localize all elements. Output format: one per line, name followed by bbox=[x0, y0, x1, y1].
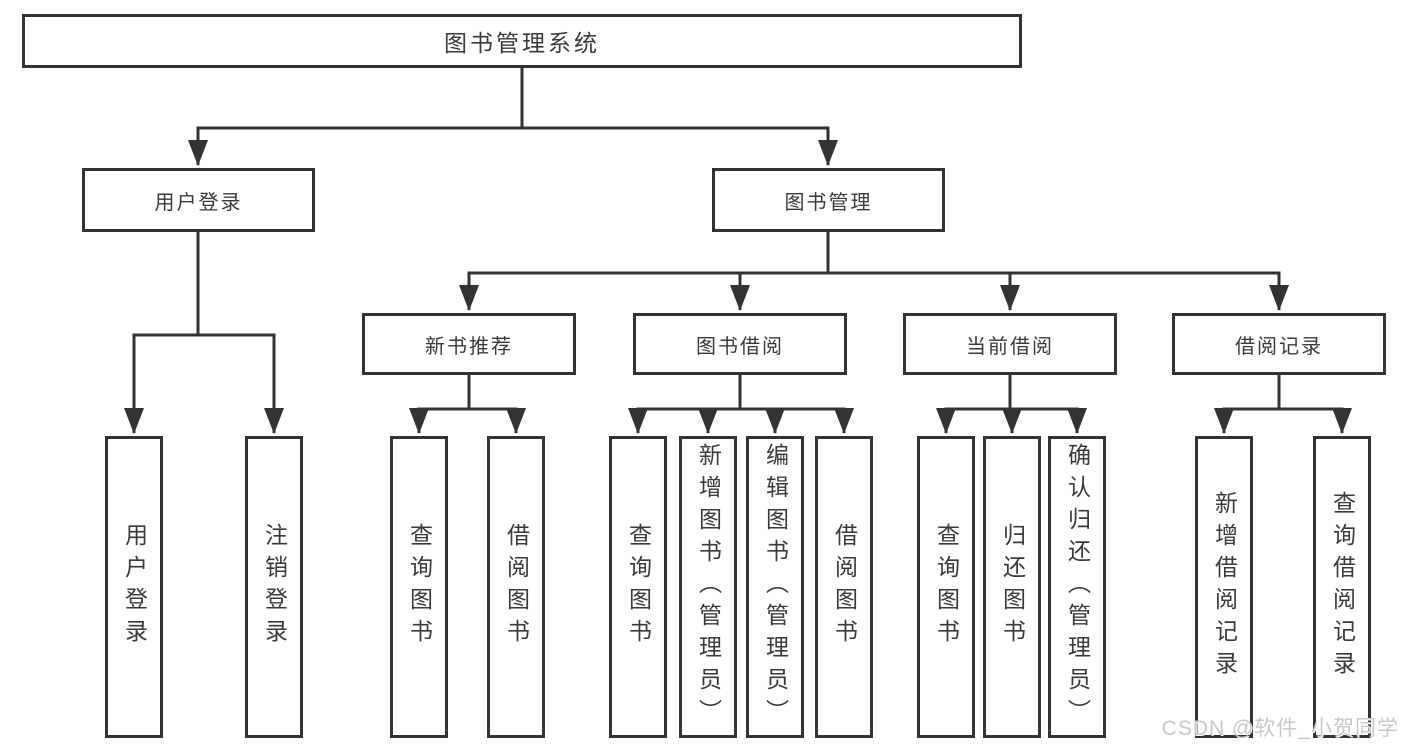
node-label: 新书推荐 bbox=[425, 335, 513, 358]
node-records-query-borrow-record: 查询借阅记录 bbox=[1313, 436, 1371, 738]
node-current-query-books: 查询图书 bbox=[917, 436, 975, 738]
node-label: 用户登录 bbox=[121, 523, 148, 651]
node-label: 新增借阅记录 bbox=[1211, 491, 1238, 683]
node-label: 图书管理系统 bbox=[444, 30, 600, 56]
node-label: 图书借阅 bbox=[696, 335, 784, 358]
node-leaf-user-login: 用户登录 bbox=[105, 436, 163, 738]
connector-user-login-children bbox=[124, 232, 284, 434]
connector-borrowing-records-children bbox=[1214, 375, 1352, 434]
node-new-book-recommendation: 新书推荐 bbox=[362, 313, 576, 375]
node-library-management-system: 图书管理系统 bbox=[22, 14, 1022, 68]
node-current-return-books: 归还图书 bbox=[983, 436, 1041, 738]
node-current-borrowing: 当前借阅 bbox=[903, 313, 1117, 375]
connector-book-borrowing-children bbox=[628, 375, 854, 434]
connector-book-management-children bbox=[459, 232, 1289, 311]
node-book-management: 图书管理 bbox=[712, 168, 945, 232]
connector-new-book-children bbox=[409, 375, 526, 434]
node-label: 查询图书 bbox=[933, 523, 960, 651]
node-label: 新增图书（管理员） bbox=[695, 443, 722, 731]
node-user-login: 用户登录 bbox=[82, 168, 315, 232]
node-borrowing-add-books-admin: 新增图书（管理员） bbox=[679, 436, 737, 738]
csdn-watermark: CSDN @软件_小贺同学 bbox=[1161, 717, 1399, 740]
node-label: 查询图书 bbox=[406, 523, 433, 651]
node-label: 确认归还（管理员） bbox=[1064, 443, 1091, 731]
node-borrowing-query-books: 查询图书 bbox=[609, 436, 667, 738]
node-borrowing-borrow-books: 借阅图书 bbox=[815, 436, 873, 738]
node-label: 编辑图书（管理员） bbox=[762, 443, 789, 731]
node-newbooks-borrow-books: 借阅图书 bbox=[487, 436, 545, 738]
node-records-add-borrow-record: 新增借阅记录 bbox=[1195, 436, 1253, 738]
node-label: 当前借阅 bbox=[966, 335, 1054, 358]
connector-current-borrowing-children bbox=[936, 375, 1087, 434]
node-newbooks-query-books: 查询图书 bbox=[390, 436, 448, 738]
node-label: 注销登录 bbox=[261, 523, 288, 651]
node-label: 归还图书 bbox=[999, 523, 1026, 651]
node-label: 查询借阅记录 bbox=[1329, 491, 1356, 683]
node-label: 借阅图书 bbox=[503, 523, 530, 651]
connector-root-to-level2 bbox=[188, 68, 838, 166]
node-current-confirm-return-admin: 确认归还（管理员） bbox=[1048, 436, 1106, 738]
node-label: 查询图书 bbox=[625, 523, 652, 651]
node-book-borrowing: 图书借阅 bbox=[633, 313, 847, 375]
node-label: 借阅图书 bbox=[831, 523, 858, 651]
node-label: 借阅记录 bbox=[1235, 335, 1323, 358]
node-label: 用户登录 bbox=[154, 191, 243, 214]
node-label: 图书管理 bbox=[784, 191, 873, 214]
node-leaf-logout: 注销登录 bbox=[245, 436, 303, 738]
node-borrowing-edit-books-admin: 编辑图书（管理员） bbox=[746, 436, 804, 738]
node-borrowing-records: 借阅记录 bbox=[1172, 313, 1386, 375]
